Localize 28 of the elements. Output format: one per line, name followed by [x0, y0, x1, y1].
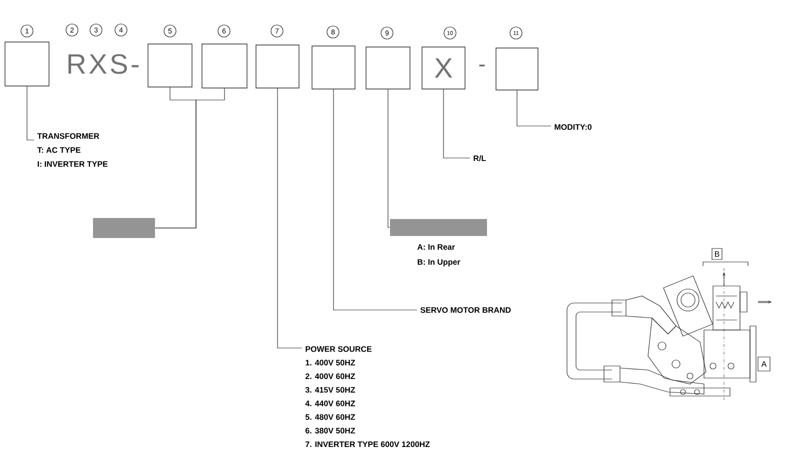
label-text: MODITY:0: [554, 124, 592, 130]
blurred-block: [390, 219, 487, 236]
option-text: B: In Upper: [418, 259, 460, 266]
code-box: [312, 46, 356, 90]
leader-line: [443, 89, 470, 158]
code-box: [366, 46, 410, 90]
option-text: A: In Rear: [417, 244, 455, 250]
code-box: [256, 44, 300, 88]
code-box: [202, 44, 248, 88]
leader-line: [277, 88, 302, 348]
option-list: TRANSFORMER T: AC TYPE I: INVERTER TYPE: [37, 133, 108, 167]
option-list: POWER SOURCE 1. 400V 50HZ 2. 400V 60HZ 3. 415V 50HZ 4. 440V 60HZ 5. 480V 60HZ 6. 380V 50HZ 7. INVERTER TYPE 600V 1200HZ: [305, 346, 430, 448]
leader-line: [26, 86, 34, 140]
leader-line: [154, 88, 225, 228]
code-box: [148, 44, 192, 88]
code-box: [496, 48, 538, 90]
label-text: SERVO MOTOR BRAND: [420, 307, 511, 313]
blurred-block: [93, 218, 155, 238]
separator-dash: -: [479, 64, 485, 66]
leader-line: [516, 90, 552, 126]
model-code: RXS-: [68, 54, 139, 74]
label-text: R/L: [474, 155, 486, 162]
letter-tag: B: [712, 248, 722, 260]
code-box: [4, 42, 50, 86]
leader-line: [333, 89, 418, 310]
leader-line: [388, 89, 390, 228]
letter-tag: A: [758, 356, 770, 372]
code-box: X: [422, 46, 466, 90]
